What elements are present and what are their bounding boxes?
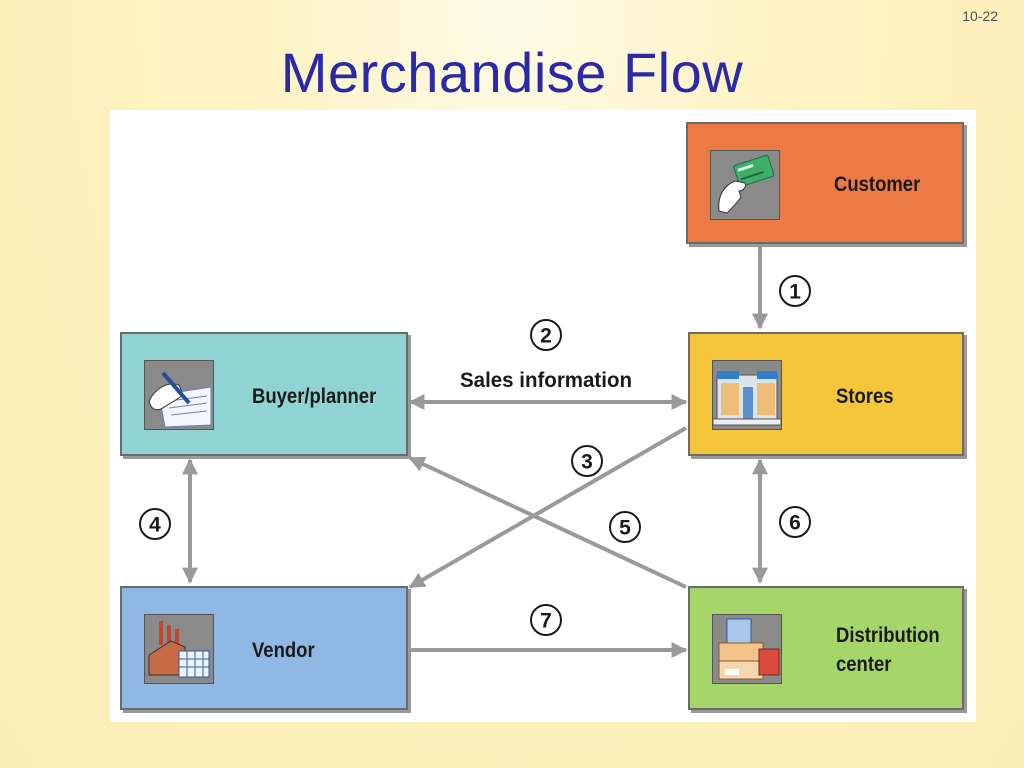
step-3-number: 3 [581,451,593,474]
step-7-badge [530,604,562,636]
sales-information-label: Sales information [460,369,632,392]
step-2-badge [530,319,562,351]
vendor-label: Vendor [252,639,315,662]
step-7-number: 7 [540,610,552,633]
hand-writing-icon [144,360,214,430]
step-2-number: 2 [540,325,552,348]
step-1-number: 1 [789,281,801,304]
step-3-badge [571,445,603,477]
arrow-3-stores-to-vendor [408,426,687,589]
slide-number: 10-22 [962,8,998,24]
step-5-badge [609,511,641,543]
connector-layer: 1 2 3 4 5 6 7 Sales information [139,247,811,658]
buyer-planner-node: Buyer/planner [120,332,408,456]
distribution-label-line2: center [836,653,892,676]
stores-label: Stores [836,385,894,408]
vendor-node: Vendor [120,586,408,710]
step-4-badge [139,508,171,540]
credit-card-hand-icon [710,150,780,220]
step-4-number: 4 [149,514,161,537]
stores-node: Stores [688,332,964,456]
distribution-label-line1: Distribution [836,624,940,647]
step-6-number: 6 [789,512,801,535]
storefront-icon [712,360,782,430]
step-6-badge [779,506,811,538]
customer-node: Customer [686,122,964,244]
slide-title: Merchandise Flow [280,41,744,104]
diagram-panel: 1 2 3 4 5 6 7 Sales information Customer [110,110,976,722]
boxes-icon [712,614,782,684]
buyer-planner-label: Buyer/planner [252,385,377,408]
step-1-badge [779,275,811,307]
distribution-center-node: Distribution center [688,586,964,710]
customer-label: Customer [834,173,921,196]
step-5-number: 5 [619,517,631,540]
arrow-5-dc-to-buyer [408,456,687,589]
factory-icon [144,614,214,684]
